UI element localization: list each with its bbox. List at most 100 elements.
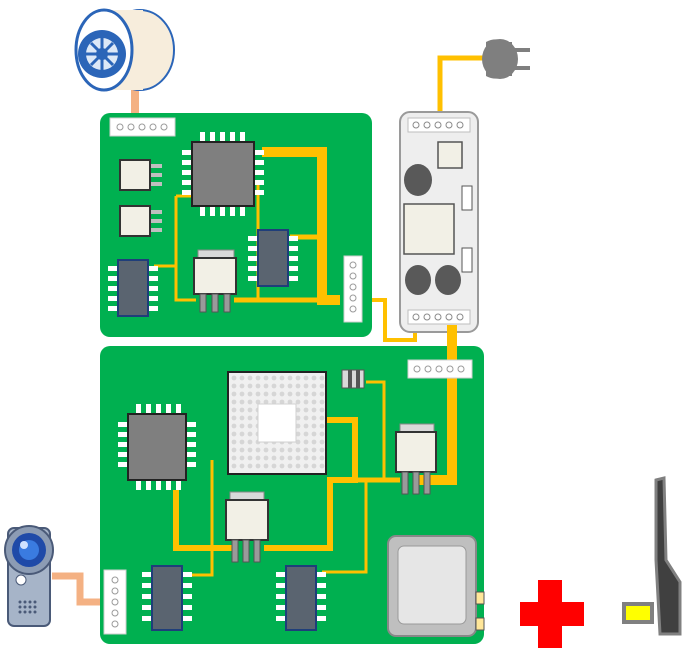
bottom-microcontroller-chip [118, 404, 196, 490]
bga-ball [303, 399, 309, 405]
bga-ball [247, 383, 253, 389]
bga-ball [231, 463, 237, 469]
bga-ball [295, 423, 301, 429]
bga-ball [319, 439, 325, 445]
bga-ball [255, 375, 261, 381]
top-microcontroller-chip [182, 132, 264, 216]
bga-ball [239, 383, 245, 389]
bga-ball [311, 391, 317, 397]
bga-ball [319, 415, 325, 421]
bga-ball [287, 455, 293, 461]
bga-ball [279, 399, 285, 405]
bga-ball [295, 431, 301, 437]
bga-ball [319, 407, 325, 413]
bga-ball [239, 455, 245, 461]
bga-ball [287, 375, 293, 381]
bga-ball [255, 455, 261, 461]
bga-ball [239, 375, 245, 381]
bga-ball [319, 455, 325, 461]
bga-ball [247, 407, 253, 413]
bga-ball [287, 399, 293, 405]
bga-ball [295, 407, 301, 413]
bga-ball [239, 391, 245, 397]
top-circuit-board [100, 113, 372, 337]
bga-ball [295, 439, 301, 445]
bottom-soic-left [142, 565, 192, 631]
bga-ball [287, 463, 293, 469]
bga-ball [231, 439, 237, 445]
bga-ball [319, 383, 325, 389]
bga-ball [295, 463, 301, 469]
bga-ball [247, 391, 253, 397]
bga-ball [263, 383, 269, 389]
bga-ball [287, 391, 293, 397]
bga-ball [247, 439, 253, 445]
bga-ball [311, 399, 317, 405]
shielded-inductor [387, 535, 485, 637]
bga-ball [287, 447, 293, 453]
bga-ball [231, 399, 237, 405]
bottom-right-regulator [395, 423, 437, 495]
bga-ball [231, 383, 237, 389]
bga-ball [255, 383, 261, 389]
bga-ball [311, 423, 317, 429]
bga-ball [295, 399, 301, 405]
top-soic-left [108, 259, 158, 317]
bga-ball [303, 463, 309, 469]
power-module [399, 111, 479, 333]
bottom-middle-regulator [225, 491, 269, 563]
bga-ball [231, 423, 237, 429]
bga-ball [279, 447, 285, 453]
bottom-top-header [407, 359, 473, 379]
bga-ball [239, 447, 245, 453]
bga-ball [311, 407, 317, 413]
bga-ball [287, 383, 293, 389]
bga-ball [247, 375, 253, 381]
bga-ball [319, 447, 325, 453]
bga-ball [263, 399, 269, 405]
bga-ball [279, 383, 285, 389]
bga-ball [247, 423, 253, 429]
bga-ball [263, 391, 269, 397]
bga-ball [231, 375, 237, 381]
bga-ball [271, 375, 277, 381]
bga-ball [247, 463, 253, 469]
bga-ball [247, 431, 253, 437]
bga-ball [239, 407, 245, 413]
top-right-header [343, 255, 363, 323]
bga-ball [279, 455, 285, 461]
probe-tool-icon [622, 476, 682, 636]
top-voltage-regulator [193, 249, 237, 313]
bga-ball [295, 383, 301, 389]
red-cross-icon [520, 580, 584, 648]
bga-ball [247, 415, 253, 421]
bga-ball [231, 447, 237, 453]
bga-ball [271, 447, 277, 453]
bga-ball [239, 415, 245, 421]
camcorder-icon [4, 525, 54, 627]
bga-ball [279, 391, 285, 397]
bga-ball [263, 463, 269, 469]
bga-ball [247, 455, 253, 461]
bga-ball [255, 463, 261, 469]
bga-ball [279, 463, 285, 469]
bga-ball [231, 431, 237, 437]
bga-ball [271, 455, 277, 461]
bga-ball [303, 447, 309, 453]
transistor-2 [119, 205, 162, 237]
bga-ball [263, 455, 269, 461]
bga-ball [311, 375, 317, 381]
bga-ball [295, 455, 301, 461]
bga-ball [319, 431, 325, 437]
bga-ball [239, 439, 245, 445]
bga-ball [303, 407, 309, 413]
bga-ball [303, 375, 309, 381]
bottom-left-header [103, 569, 127, 635]
bga-ball [231, 391, 237, 397]
bga-ball [311, 447, 317, 453]
bga-ball [295, 415, 301, 421]
bga-ball [231, 415, 237, 421]
smd-resistor [341, 369, 365, 389]
bottom-circuit-board [100, 325, 485, 644]
